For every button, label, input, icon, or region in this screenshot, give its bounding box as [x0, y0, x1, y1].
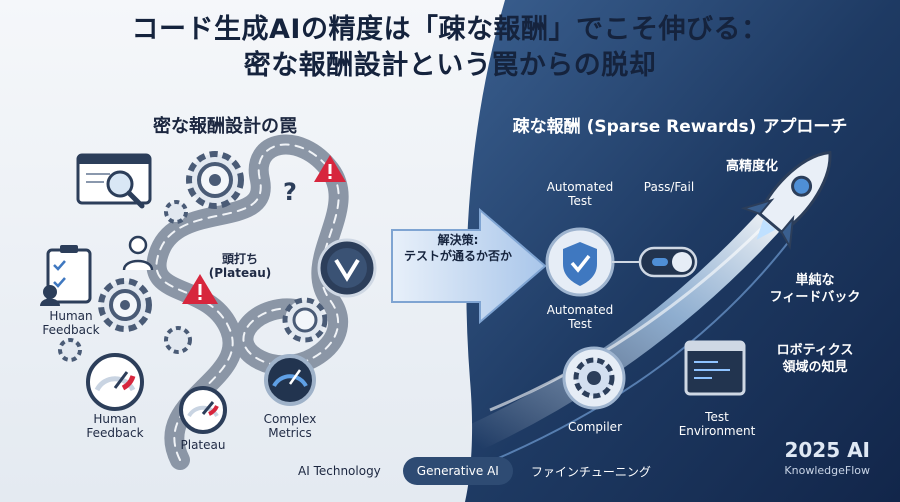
plateau-label-jp: 頭打ち — [221, 252, 258, 266]
title-line-1: コード生成AIの精度は「疎な報酬」でこそ伸びる： — [131, 14, 769, 45]
complex-metrics-gauge-icon — [264, 354, 316, 406]
clipboard-checklist-icon — [40, 245, 92, 306]
test-environment-label: Test Environment — [672, 410, 762, 438]
speed-streak — [456, 196, 794, 454]
speed-streak-line — [489, 218, 772, 412]
compiler-gear-icon — [562, 346, 626, 410]
footer-tags: AI Technology Generative AI ファインチューニング — [290, 456, 655, 486]
test-environment-monitor-icon — [684, 340, 746, 396]
tag-generative-ai[interactable]: Generative AI — [402, 457, 513, 485]
plateau-label: 頭打ち (Plateau) — [205, 252, 275, 280]
human-feedback-label-line2: Feedback — [42, 323, 100, 337]
right-section-heading: 疎な報酬 (Sparse Rewards) アプローチ — [512, 117, 848, 137]
automated-test-bottom-label-line2: Test — [568, 317, 592, 331]
human-feedback-label-line1: Human — [49, 309, 93, 323]
gauge-icon — [86, 353, 144, 411]
gear-icon — [164, 200, 188, 224]
warning-icon — [314, 155, 346, 182]
pass-fail-toggle-icon — [612, 246, 698, 278]
human-feedback-gauge-label-line1: Human — [93, 412, 137, 426]
simple-feedback-label-line2: フィードバック — [769, 290, 861, 305]
gear-icon — [58, 338, 82, 362]
automated-test-top-label-line1: Automated — [546, 180, 614, 194]
complex-metrics-label: Complex Metrics — [252, 412, 328, 440]
pass-fail-label: Pass/Fail — [643, 180, 695, 194]
plateau-gauge-label: Plateau — [180, 438, 226, 452]
plateau-label-en: (Plateau) — [208, 266, 272, 280]
solution-arrow-label: 解決策: テストが通るか否か — [398, 232, 518, 264]
person-icon — [122, 235, 154, 271]
gear-icon — [98, 278, 152, 332]
automated-test-top-label: Automated Test — [545, 180, 615, 208]
gear-icon — [186, 151, 244, 209]
brand-name: KnowledgeFlow — [784, 464, 870, 477]
human-feedback-label: Human Feedback — [32, 309, 110, 337]
tag-fine-tuning[interactable]: ファインチューニング — [530, 464, 651, 479]
automated-test-bottom-label: Automated Test — [545, 303, 615, 331]
shield-check-icon — [545, 227, 615, 297]
speed-streak-line — [469, 239, 791, 471]
complex-metrics-label-line2: Metrics — [268, 426, 312, 440]
test-environment-label-line2: Environment — [678, 424, 756, 438]
high-accuracy-label: 高精度化 — [725, 159, 778, 174]
gear-icon — [164, 326, 192, 354]
simple-feedback-label: 単純な フィードバック — [755, 272, 875, 306]
gauge-icon — [179, 386, 227, 434]
simple-feedback-label-line1: 単純な — [795, 273, 835, 288]
v-badge-icon — [317, 238, 377, 298]
robotics-label: ロボティクス 領域の知見 — [755, 342, 875, 376]
complex-metrics-label-line1: Complex — [263, 412, 317, 426]
robotics-label-line2: 領域の知見 — [782, 360, 848, 375]
solution-arrow — [391, 207, 547, 325]
tag-ai-technology[interactable]: AI Technology — [298, 464, 381, 478]
page-title: コード生成AIの精度は「疎な報酬」でこそ伸びる： 密な報酬設計という罠からの脱却 — [0, 12, 900, 84]
human-feedback-gauge-label: Human Feedback — [80, 412, 150, 440]
automated-test-top-label-line2: Test — [568, 194, 592, 208]
human-feedback-gauge-label-line2: Feedback — [86, 426, 144, 440]
robotics-label-line1: ロボティクス — [776, 343, 854, 358]
rocket-icon — [740, 150, 832, 251]
brand-year: 2025 AI — [784, 438, 870, 462]
monitor-magnifier-icon — [76, 153, 152, 209]
test-environment-label-line1: Test — [705, 410, 729, 424]
warning-icon — [182, 274, 218, 304]
title-line-2: 密な報酬設計という罠からの脱却 — [243, 50, 657, 81]
question-mark-icon: ? — [283, 178, 297, 206]
gear-icon — [282, 297, 328, 343]
solution-arrow-label-line1: 解決策: — [437, 233, 479, 247]
automated-test-bottom-label-line1: Automated — [546, 303, 614, 317]
compiler-label: Compiler — [567, 420, 622, 434]
solution-arrow-label-line2: テストが通るか否か — [403, 249, 512, 263]
left-section-heading: 密な報酬設計の罠 — [153, 116, 297, 137]
